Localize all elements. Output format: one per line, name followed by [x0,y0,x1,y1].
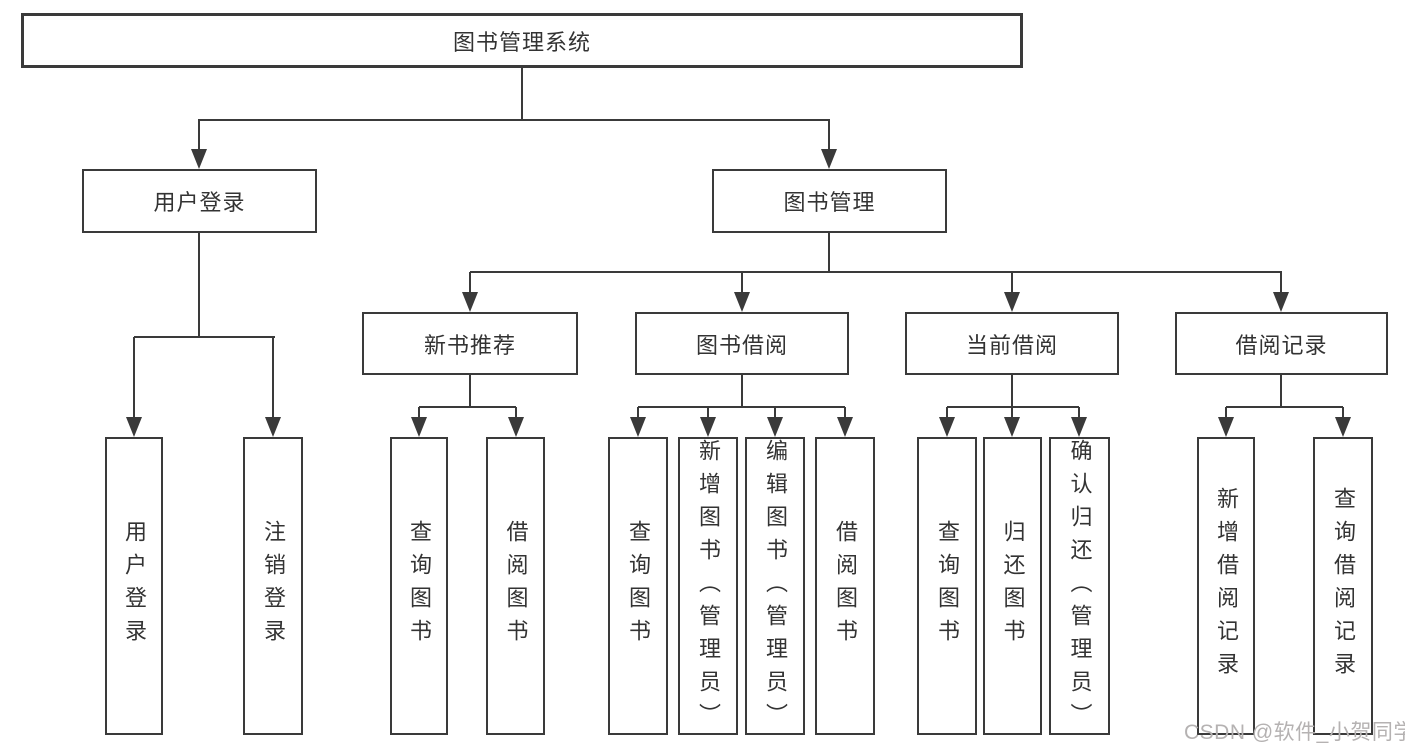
arrow-down-icon [700,407,716,437]
arrow-down-icon [837,407,853,437]
arrow-down-icon [1004,407,1020,437]
connector-current-rail [947,406,1079,408]
arrow-down-icon [734,272,750,312]
connector-user-login-stem [198,233,200,338]
arrow-down-icon [1273,272,1289,312]
node-book-management: 图书管理 [712,169,947,233]
leaf-query-borrow-record: 查询借阅记录 [1313,437,1373,735]
node-new-book-recommendation: 新书推荐 [362,312,578,375]
arrow-down-icon [508,407,524,437]
connector-level2-rail [198,119,830,121]
leaf-edit-books-admin: 编辑图书（管理员） [745,437,805,736]
node-library-management-system: 图书管理系统 [21,13,1023,68]
connector-root-stem [521,68,523,121]
arrow-down-icon [821,119,837,169]
connector-records-stem [1280,375,1282,408]
arrow-down-icon [939,407,955,437]
connector-level3-rail [470,271,1282,273]
leaf-query-books-current: 查询图书 [917,437,977,735]
node-book-borrowing: 图书借阅 [635,312,849,375]
connector-borrowing-stem [741,375,743,408]
leaf-add-borrow-record: 新增借阅记录 [1197,437,1255,735]
leaf-user-login: 用户登录 [105,437,163,735]
arrow-down-icon [1335,407,1351,437]
node-borrowing-records: 借阅记录 [1175,312,1388,375]
arrow-down-icon [630,407,646,437]
arrow-down-icon [265,337,281,437]
leaf-borrow-books-borrowing: 借阅图书 [815,437,875,735]
leaf-query-books-recommendation: 查询图书 [390,437,448,735]
leaf-return-books: 归还图书 [983,437,1042,735]
leaf-query-books-borrowing: 查询图书 [608,437,668,735]
connector-records-rail [1226,406,1343,408]
connector-book-management-stem [828,233,830,273]
connector-recommendation-rail [419,406,516,408]
connector-user-login-rail [134,336,275,338]
arrow-down-icon [126,337,142,437]
arrow-down-icon [1218,407,1234,437]
leaf-borrow-books-recommendation: 借阅图书 [486,437,545,735]
node-current-borrowing: 当前借阅 [905,312,1119,375]
csdn-watermark: CSDN @软件_小贺同学 [1184,721,1405,744]
arrow-down-icon [1071,407,1087,437]
leaf-confirm-return-admin: 确认归还（管理员） [1049,437,1110,736]
arrow-down-icon [767,407,783,437]
arrow-down-icon [191,119,207,169]
connector-current-stem [1011,375,1013,408]
connector-recommendation-stem [469,375,471,408]
leaf-add-books-admin: 新增图书（管理员） [678,437,738,736]
arrow-down-icon [462,272,478,312]
connector-borrowing-rail [638,406,845,408]
arrow-down-icon [1004,272,1020,312]
arrow-down-icon [411,407,427,437]
node-user-login: 用户登录 [82,169,317,233]
leaf-logout: 注销登录 [243,437,303,735]
